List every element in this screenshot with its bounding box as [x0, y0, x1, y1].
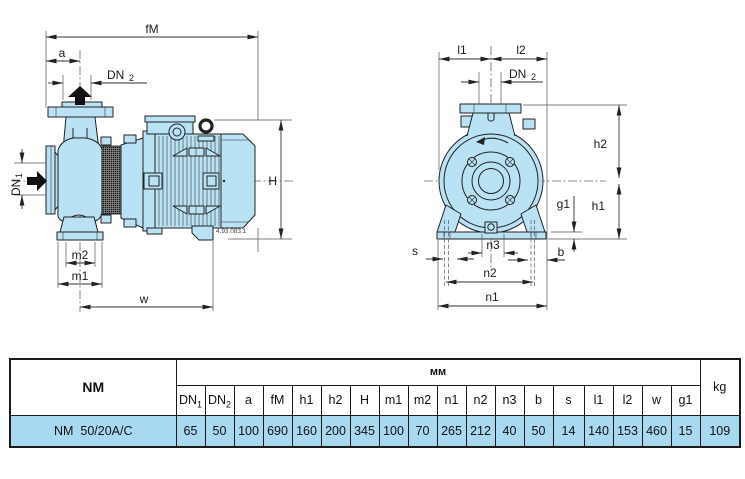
dim-label-m2: m2	[72, 248, 89, 262]
dim-value-cell: 200	[320, 414, 351, 448]
dim-column-header: m1	[378, 384, 409, 416]
rotation-arrow-icon	[476, 137, 509, 145]
dim-value-cell: 212	[465, 414, 496, 448]
dim-value-cell: 70	[407, 414, 438, 448]
dim-value-cell: 345	[349, 414, 380, 448]
svg-text:DN: DN	[9, 179, 23, 196]
dim-label-l1: l1	[457, 43, 467, 57]
dim-column-header: fM	[262, 384, 293, 416]
dim-value-cell: 140	[583, 414, 614, 448]
dim-value-cell: 65	[175, 414, 206, 448]
dim-label-dn2-front-sub: 2	[531, 72, 536, 82]
pump-model-cell: NM 50/20A/C	[9, 414, 177, 448]
pump-side-view: fM a DN 2 DN 1 H m2 m1	[9, 22, 294, 312]
dim-column-header: h1	[291, 384, 322, 416]
dim-label-n2: n2	[483, 266, 497, 280]
dim-column-header: h2	[320, 384, 351, 416]
pump-front-view: l1 l2 DN 2 h2 h1 g1 s b	[412, 43, 627, 310]
dim-column-header: n2	[465, 384, 496, 416]
dim-column-header: s	[552, 384, 585, 416]
dim-label-h: H	[268, 174, 277, 188]
dim-value-cell: 100	[378, 414, 409, 448]
dim-label-h1: h1	[592, 199, 606, 213]
dim-value-cell: 15	[670, 414, 701, 448]
dim-label-a: a	[59, 46, 66, 60]
motor-front-foot	[146, 227, 163, 235]
side-view-dimensions: fM a DN 2 DN 1 H m2 m1	[9, 22, 292, 311]
dim-label-w: w	[139, 292, 149, 306]
dim-value-cell: 14	[552, 414, 585, 448]
motor-rear-foot	[191, 225, 214, 241]
dim-column-header: a	[233, 384, 264, 416]
pump-casing-side	[45, 101, 114, 241]
suction-flow-arrow-icon	[27, 171, 47, 191]
dim-label-l2: l2	[516, 43, 526, 57]
dimensions-table: NM мм kg DN1 DN2 a fM h1 h2 H m1 m2 n1 n…	[9, 358, 741, 448]
dim-column-header: H	[349, 384, 380, 416]
svg-text:1: 1	[14, 173, 24, 178]
dim-column-header: b	[523, 384, 554, 416]
dim-label-g1: g1	[557, 197, 571, 211]
dim-column-header: g1	[670, 384, 701, 416]
dim-column-header: l1	[583, 384, 614, 416]
dim-label-m1: m1	[72, 269, 89, 283]
drain-plug	[484, 221, 498, 234]
lifting-eyebolt	[197, 118, 215, 142]
pump-data-row: NM 50/20A/C 65 50 100 690 160 200 345 10…	[9, 414, 741, 448]
fan-cover	[220, 133, 256, 229]
dim-value-cell: 460	[641, 414, 672, 448]
dim-value-cell: 153	[612, 414, 643, 448]
terminal-box	[144, 115, 196, 141]
dim-value-cell: 50	[204, 414, 235, 448]
motor-body	[142, 115, 256, 241]
technical-drawings: fM a DN 2 DN 1 H m2 m1	[9, 22, 627, 312]
dim-value-cell: 100	[233, 414, 264, 448]
dim-column-header: DN2	[204, 384, 235, 416]
table-header-unit: мм	[175, 358, 701, 386]
dim-value-cell: 50	[523, 414, 554, 448]
dim-column-header: m2	[407, 384, 438, 416]
dim-label-dn2-front: DN	[509, 67, 526, 81]
drawing-code: 4.93.083.1	[216, 228, 247, 235]
discharge-flow-arrow-icon	[68, 86, 92, 105]
dim-label-b: b	[558, 245, 565, 259]
dim-label-fm: fM	[145, 22, 158, 36]
dim-column-header: n1	[436, 384, 467, 416]
dim-column-header: DN1	[175, 384, 206, 416]
dim-label-s: s	[412, 244, 418, 258]
dim-column-header: n3	[494, 384, 525, 416]
dim-label-n3: n3	[486, 238, 500, 252]
dim-value-cell: 40	[494, 414, 525, 448]
front-view-dimensions: l1 l2 DN 2 h2 h1 g1 s b	[412, 43, 627, 310]
dim-label-dn2-sub: 2	[129, 73, 134, 83]
motor-lantern	[120, 134, 144, 229]
dim-label-h2: h2	[594, 137, 608, 151]
coupling-guard	[100, 136, 122, 224]
dim-column-header: w	[641, 384, 672, 416]
table-header-model: NM	[9, 358, 177, 416]
dim-value-cell: 690	[262, 414, 293, 448]
flange-bolts	[467, 157, 515, 205]
dim-label-n1: n1	[485, 290, 499, 304]
dim-label-dn2: DN	[107, 68, 124, 82]
pump-casing-front	[436, 103, 547, 240]
dim-value-cell: 265	[436, 414, 467, 448]
dim-value-cell: 160	[291, 414, 322, 448]
table-header-weight: kg	[699, 358, 741, 416]
weight-value-cell: 109	[699, 414, 741, 448]
dim-label-dn1: DN 1	[9, 173, 24, 196]
dim-column-header: l2	[612, 384, 643, 416]
